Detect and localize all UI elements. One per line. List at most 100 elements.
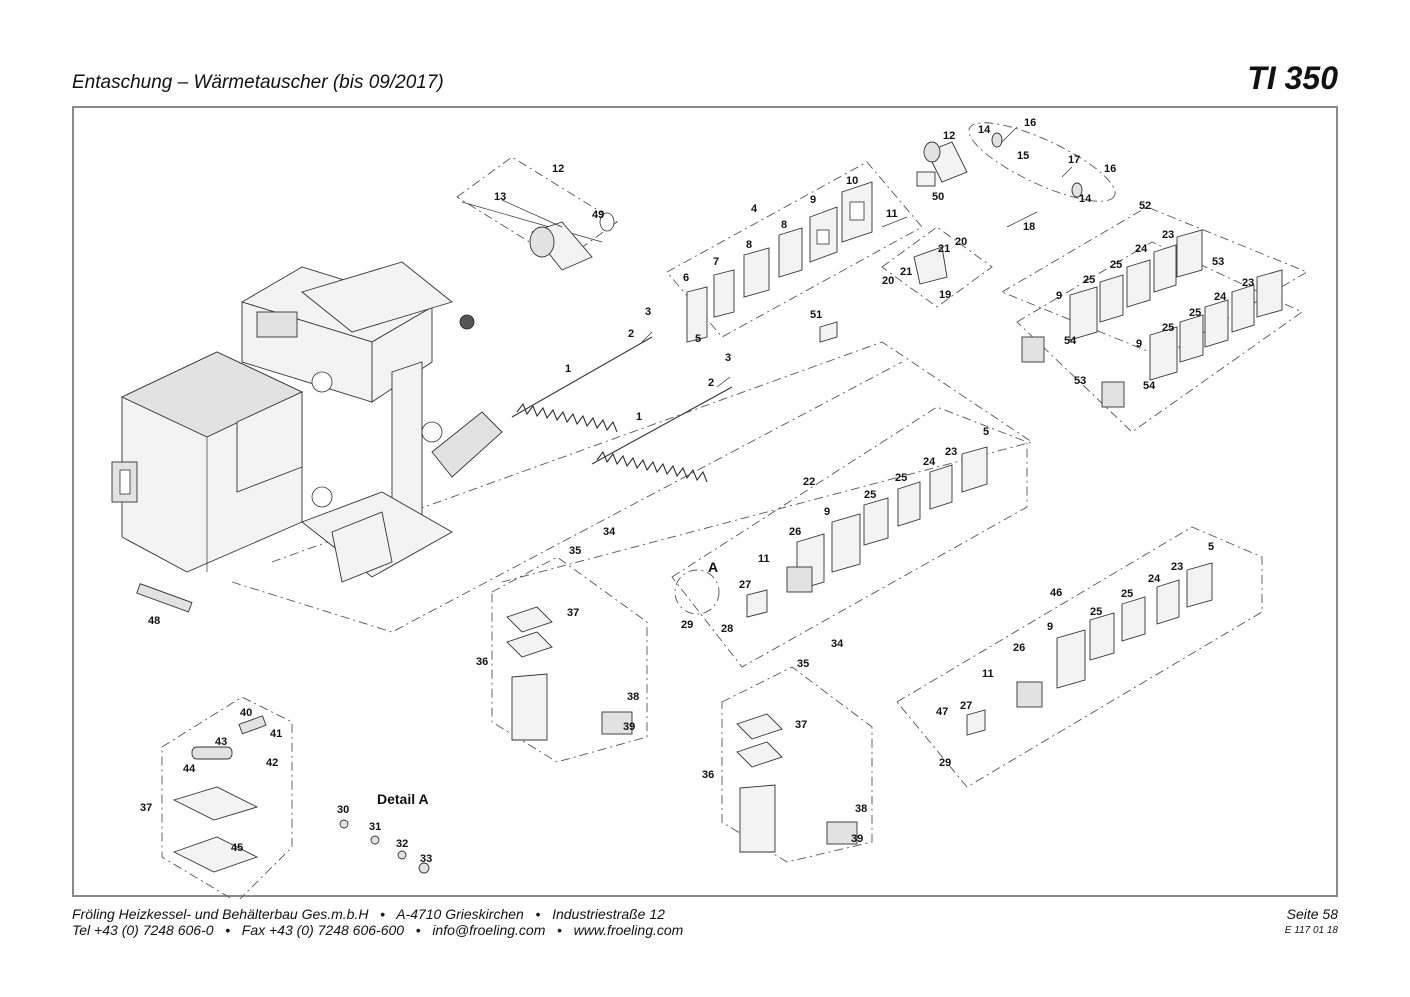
callout-label: 49 bbox=[592, 209, 604, 221]
callout-label: 11 bbox=[886, 208, 898, 220]
callout-label: 46 bbox=[1050, 587, 1062, 599]
exploded-parts-diagram: 1213494109118876512141615171614501820212… bbox=[111, 117, 1309, 899]
callout-label: 35 bbox=[797, 658, 809, 670]
callout-label: 25 bbox=[1083, 274, 1095, 286]
ash-containers bbox=[172, 569, 858, 874]
callout-label: 25 bbox=[864, 489, 876, 501]
callout-label: 27 bbox=[739, 579, 751, 591]
callout-label: 41 bbox=[270, 728, 282, 740]
callout-label: 36 bbox=[702, 769, 714, 781]
callout-label: 21 bbox=[900, 266, 912, 278]
model-title: TI 350 bbox=[1247, 60, 1338, 96]
auger-screws bbox=[511, 336, 733, 483]
footer-bullet: • bbox=[535, 906, 541, 922]
callout-label: 37 bbox=[567, 607, 579, 619]
callout-label: 2 bbox=[708, 377, 714, 389]
flange-plates bbox=[686, 181, 1283, 736]
page-title: Entaschung – Wärmetauscher (bis 09/2017) bbox=[72, 72, 444, 93]
callout-label: 9 bbox=[810, 194, 816, 206]
callout-label: 21 bbox=[938, 243, 950, 255]
callout-label: 20 bbox=[882, 275, 894, 287]
callout-label: 11 bbox=[982, 668, 994, 680]
callout-label: 54 bbox=[1143, 380, 1156, 392]
footer-phone: Tel +43 (0) 7248 606-0 bbox=[72, 922, 214, 938]
callout-label: 43 bbox=[215, 736, 227, 748]
leader-lines bbox=[501, 126, 1073, 388]
callout-label: 3 bbox=[725, 352, 731, 364]
callout-label: 23 bbox=[1162, 229, 1174, 241]
detail-a-label: Detail A bbox=[377, 791, 429, 807]
callout-label: 5 bbox=[695, 333, 701, 345]
callout-label: 53 bbox=[1074, 375, 1086, 387]
callout-label: 20 bbox=[955, 236, 967, 248]
callout-label: 47 bbox=[936, 706, 948, 718]
callout-label: 37 bbox=[795, 719, 807, 731]
callout-label: 24 bbox=[1214, 291, 1227, 303]
callout-label: 16 bbox=[1104, 163, 1116, 175]
callout-label: 19 bbox=[939, 289, 951, 301]
detail-a-marker: A bbox=[708, 559, 718, 575]
callout-label: 29 bbox=[939, 757, 951, 769]
callout-label: 45 bbox=[231, 842, 243, 854]
callout-label: 42 bbox=[266, 757, 278, 769]
callout-label: 9 bbox=[1047, 621, 1053, 633]
callout-label: 24 bbox=[1135, 243, 1148, 255]
callout-label: 5 bbox=[1208, 541, 1214, 553]
callout-label: 27 bbox=[960, 700, 972, 712]
footer-bullet: • bbox=[225, 922, 231, 938]
callout-label: 39 bbox=[623, 721, 635, 733]
footer-email[interactable]: info@froeling.com bbox=[432, 922, 546, 938]
document-number: E 117 01 18 bbox=[1284, 925, 1338, 936]
footer-line-2: Tel +43 (0) 7248 606-0 • Fax +43 (0) 724… bbox=[72, 922, 683, 938]
callout-label: 11 bbox=[758, 553, 770, 565]
callout-label: 31 bbox=[369, 821, 381, 833]
callout-label: 38 bbox=[855, 803, 867, 815]
callout-label: 39 bbox=[851, 833, 863, 845]
footer-bullet: • bbox=[557, 922, 562, 938]
callout-label: 25 bbox=[1090, 606, 1102, 618]
footer-street: Industriestraße 12 bbox=[552, 906, 665, 922]
callout-label: 25 bbox=[1189, 307, 1201, 319]
callout-label: 24 bbox=[923, 456, 936, 468]
footer-fax: Fax +43 (0) 7248 606-600 bbox=[241, 922, 405, 938]
callout-label: 48 bbox=[148, 615, 160, 627]
callout-label: 32 bbox=[396, 838, 408, 850]
callout-label: 3 bbox=[645, 306, 651, 318]
callout-label: 26 bbox=[789, 526, 801, 538]
callout-label: 34 bbox=[831, 638, 844, 650]
callout-label: 40 bbox=[240, 707, 252, 719]
page-number: Seite 58 bbox=[1286, 906, 1338, 922]
callout-label: 12 bbox=[552, 163, 564, 175]
callout-label: 6 bbox=[683, 272, 689, 284]
callout-label: 36 bbox=[476, 656, 488, 668]
callout-label: 29 bbox=[681, 619, 693, 631]
callout-label: 25 bbox=[1121, 588, 1133, 600]
callout-label: 5 bbox=[983, 426, 989, 438]
callout-label: 26 bbox=[1013, 642, 1025, 654]
footer-web[interactable]: www.froeling.com bbox=[573, 922, 684, 938]
callout-label: 16 bbox=[1024, 117, 1036, 129]
callout-label: 35 bbox=[569, 545, 581, 557]
callout-label: 50 bbox=[932, 191, 944, 203]
callout-label: 22 bbox=[803, 476, 815, 488]
callout-label: 8 bbox=[781, 219, 787, 231]
callout-label: 54 bbox=[1064, 335, 1077, 347]
callout-label: 23 bbox=[1242, 277, 1254, 289]
footer-city: A-4710 Grieskirchen bbox=[396, 906, 524, 922]
callout-label: 13 bbox=[494, 191, 506, 203]
callout-label: 28 bbox=[721, 623, 733, 635]
callout-label: 23 bbox=[945, 446, 957, 458]
footer-bullet: • bbox=[380, 906, 386, 922]
callout-label: 7 bbox=[713, 256, 719, 268]
callout-label: 10 bbox=[846, 175, 858, 187]
callout-label: 14 bbox=[1079, 193, 1092, 205]
callout-label: 53 bbox=[1212, 256, 1224, 268]
callout-label: 1 bbox=[565, 363, 571, 375]
callout-label: 44 bbox=[183, 763, 196, 775]
gear-motor-top bbox=[461, 122, 1116, 271]
callout-label: 38 bbox=[627, 691, 639, 703]
callout-label: 15 bbox=[1017, 150, 1029, 162]
callout-label: 37 bbox=[140, 802, 152, 814]
